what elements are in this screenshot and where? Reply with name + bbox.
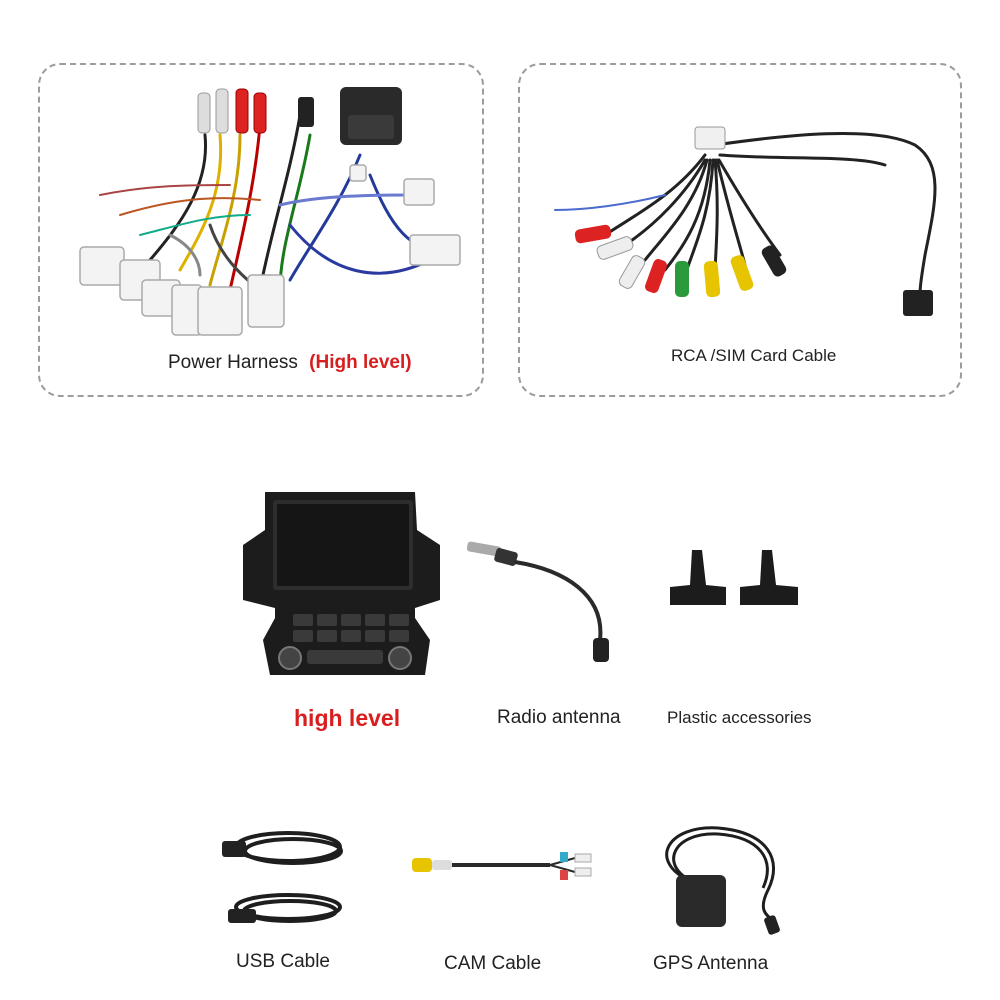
gps-antenna-image — [665, 826, 780, 935]
plastic-accessories-image — [670, 550, 798, 605]
usb-cable-image — [222, 831, 343, 923]
head-unit-image — [243, 492, 440, 675]
rca-cable-panel — [518, 63, 962, 397]
head-unit-label: high level — [294, 705, 401, 731]
radio-antenna-label: Radio antenna — [497, 707, 621, 728]
gps-antenna-label: GPS Antenna — [653, 953, 769, 974]
rca-cable-image — [554, 126, 937, 316]
rca-cable-label: RCA /SIM Card Cable — [671, 346, 837, 365]
cam-cable-label: CAM Cable — [444, 953, 542, 974]
cam-cable-image — [412, 852, 592, 880]
power-harness-image — [79, 87, 461, 336]
power-harness-highlight: (High level) — [309, 352, 412, 373]
power-harness-panel — [38, 63, 484, 397]
usb-cable-label: USB Cable — [236, 951, 330, 972]
power-harness-label: Power Harness — [168, 352, 298, 373]
power-harness-caption: Power Harness (High level) — [168, 352, 412, 374]
plastic-accessories-label: Plastic accessories — [667, 708, 812, 727]
radio-antenna-image — [466, 541, 609, 662]
